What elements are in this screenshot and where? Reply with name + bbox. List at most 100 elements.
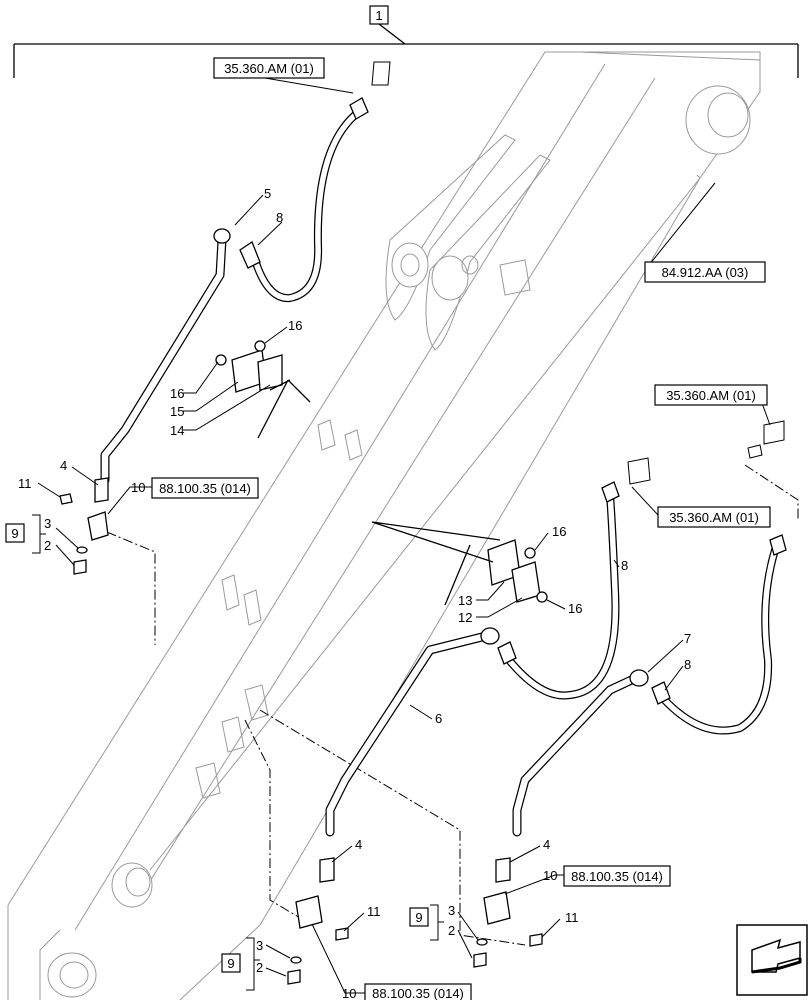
hose-8-right-fill — [657, 547, 778, 734]
plug-2-right — [473, 952, 487, 968]
boom-lug-right — [425, 154, 551, 351]
callout-numbers: 3 2 11 4 10 5 8 16 16 15 14 16 13 12 16 … — [18, 186, 691, 1000]
leader-ref-right-top — [761, 402, 771, 426]
callout-11-left: 11 — [18, 476, 32, 491]
bolt-11-mid — [335, 927, 349, 941]
hose-8-mid-start-fitting — [497, 641, 517, 665]
callout-3-right: 3 — [448, 903, 455, 918]
callout-4-left: 4 — [60, 458, 67, 473]
callout-15: 15 — [170, 404, 184, 419]
callout-6: 6 — [435, 711, 442, 726]
callout-16-a: 16 — [288, 318, 302, 333]
hose-8-top-outline — [251, 111, 359, 303]
leader-ref-right-mid — [631, 486, 659, 516]
centerline-mid-block — [244, 719, 301, 919]
leader-ref-left-block — [107, 486, 152, 515]
ref-boom-box[interactable] — [644, 261, 766, 283]
reference-boxes: 35.360.AM (01) 84.912.AA (03) 35.360.AM … — [151, 57, 771, 1000]
ref-right-block-box[interactable] — [563, 865, 671, 887]
callout-8-top: 8 — [276, 210, 283, 225]
pipe-6-outline — [325, 630, 495, 837]
callout-3-bottom: 3 — [256, 938, 263, 953]
bolt-11-right — [529, 933, 543, 947]
group-9-bottom-box — [221, 953, 241, 973]
assembly-bracket-line — [13, 23, 799, 78]
callout-9-right: 9 — [415, 910, 422, 925]
hose-6-and-8-mid — [325, 457, 651, 837]
centerline-right-block — [259, 709, 526, 946]
ref-right-mid-box[interactable] — [657, 506, 771, 528]
boom-plate-2 — [317, 419, 363, 461]
boom-lower-pivot — [111, 862, 153, 908]
ref-right-block-text[interactable]: 88.100.35 (014) — [571, 869, 663, 884]
callout-11-mid: 11 — [367, 904, 381, 919]
clamp-lower-wedge — [371, 521, 501, 606]
assembly-label: 1 — [375, 8, 382, 23]
callout-2-left: 2 — [44, 538, 51, 553]
boom-web-line — [149, 177, 701, 871]
leader-lines — [32, 77, 771, 994]
hose-8-top-fill — [252, 112, 358, 301]
group-9-boxes: 9 9 9 — [5, 523, 429, 973]
boom-plate-3 — [221, 574, 262, 626]
hose-8-top-start-fitting — [239, 241, 261, 269]
ref-left-block-text[interactable]: 88.100.35 (014) — [159, 481, 251, 496]
callout-10-left: 10 — [131, 480, 145, 495]
clamp-group-upper — [215, 340, 311, 439]
leader-3-2-left — [55, 527, 79, 566]
fitting-4-right — [495, 857, 511, 883]
leader-11-left — [37, 482, 61, 498]
hose-8-right-end-fitting — [769, 534, 787, 556]
callout-5: 5 — [264, 186, 271, 201]
clamp-upper-wedge — [257, 379, 311, 439]
connector-top-stub — [371, 61, 391, 86]
hose-8-right-start-fitting — [651, 681, 671, 705]
ref-right-mid-text[interactable]: 35.360.AM (01) — [669, 510, 759, 525]
block-10-left — [87, 511, 109, 541]
clamp-half-14 — [257, 354, 283, 391]
bolt-16-b — [254, 340, 266, 352]
callout-4-right: 4 — [543, 837, 550, 852]
leader-15 — [183, 381, 239, 412]
block-mid — [287, 857, 349, 985]
group-9-right-box — [409, 907, 429, 927]
ref-right-top-text[interactable]: 35.360.AM (01) — [666, 388, 756, 403]
leader-5 — [234, 194, 264, 226]
callout-3-left: 3 — [44, 516, 51, 531]
block-10-right — [483, 891, 511, 925]
callout-16-b: 16 — [170, 386, 184, 401]
leader-11-mid — [343, 912, 365, 932]
clamp-group-lower — [371, 521, 548, 606]
ref-left-block-box[interactable] — [151, 477, 259, 499]
callout-10-mid: 10 — [342, 986, 356, 1000]
ref-boom-text[interactable]: 84.912.AA (03) — [662, 265, 749, 280]
callout-13: 13 — [458, 593, 472, 608]
next-page-arrow-icon[interactable] — [736, 924, 808, 996]
ref-mid-block-box[interactable] — [364, 983, 472, 1000]
plug-2-mid — [287, 969, 301, 985]
lug-hole-right — [431, 255, 469, 301]
ref-top-left-text[interactable]: 35.360.AM (01) — [224, 61, 314, 76]
assembly-centerlines — [89, 464, 799, 946]
leader-11-right — [541, 918, 561, 938]
pipe-7-outline — [512, 671, 645, 837]
ref-mid-block-text[interactable]: 88.100.35 (014) — [372, 986, 464, 1000]
leader-4-left — [71, 466, 99, 486]
boom-lug-left — [385, 134, 516, 321]
leader-7 — [647, 639, 684, 673]
plug-2-left — [73, 559, 87, 575]
callout-9-left: 9 — [11, 526, 18, 541]
washer-3-right — [476, 938, 488, 946]
ref-top-left-box[interactable] — [213, 57, 325, 79]
connector-right-stub — [747, 420, 785, 459]
pipe-7-elbow — [629, 669, 649, 687]
boom-foot — [7, 905, 61, 1000]
bolt-11-left — [59, 493, 73, 505]
leader-4-mid — [331, 845, 353, 863]
ref-right-top-box[interactable] — [654, 384, 768, 406]
leader-13 — [476, 581, 505, 601]
leader-group-9-bottom — [246, 937, 260, 991]
hose-7-and-8-right — [512, 420, 787, 837]
washer-3-mid — [290, 956, 302, 964]
